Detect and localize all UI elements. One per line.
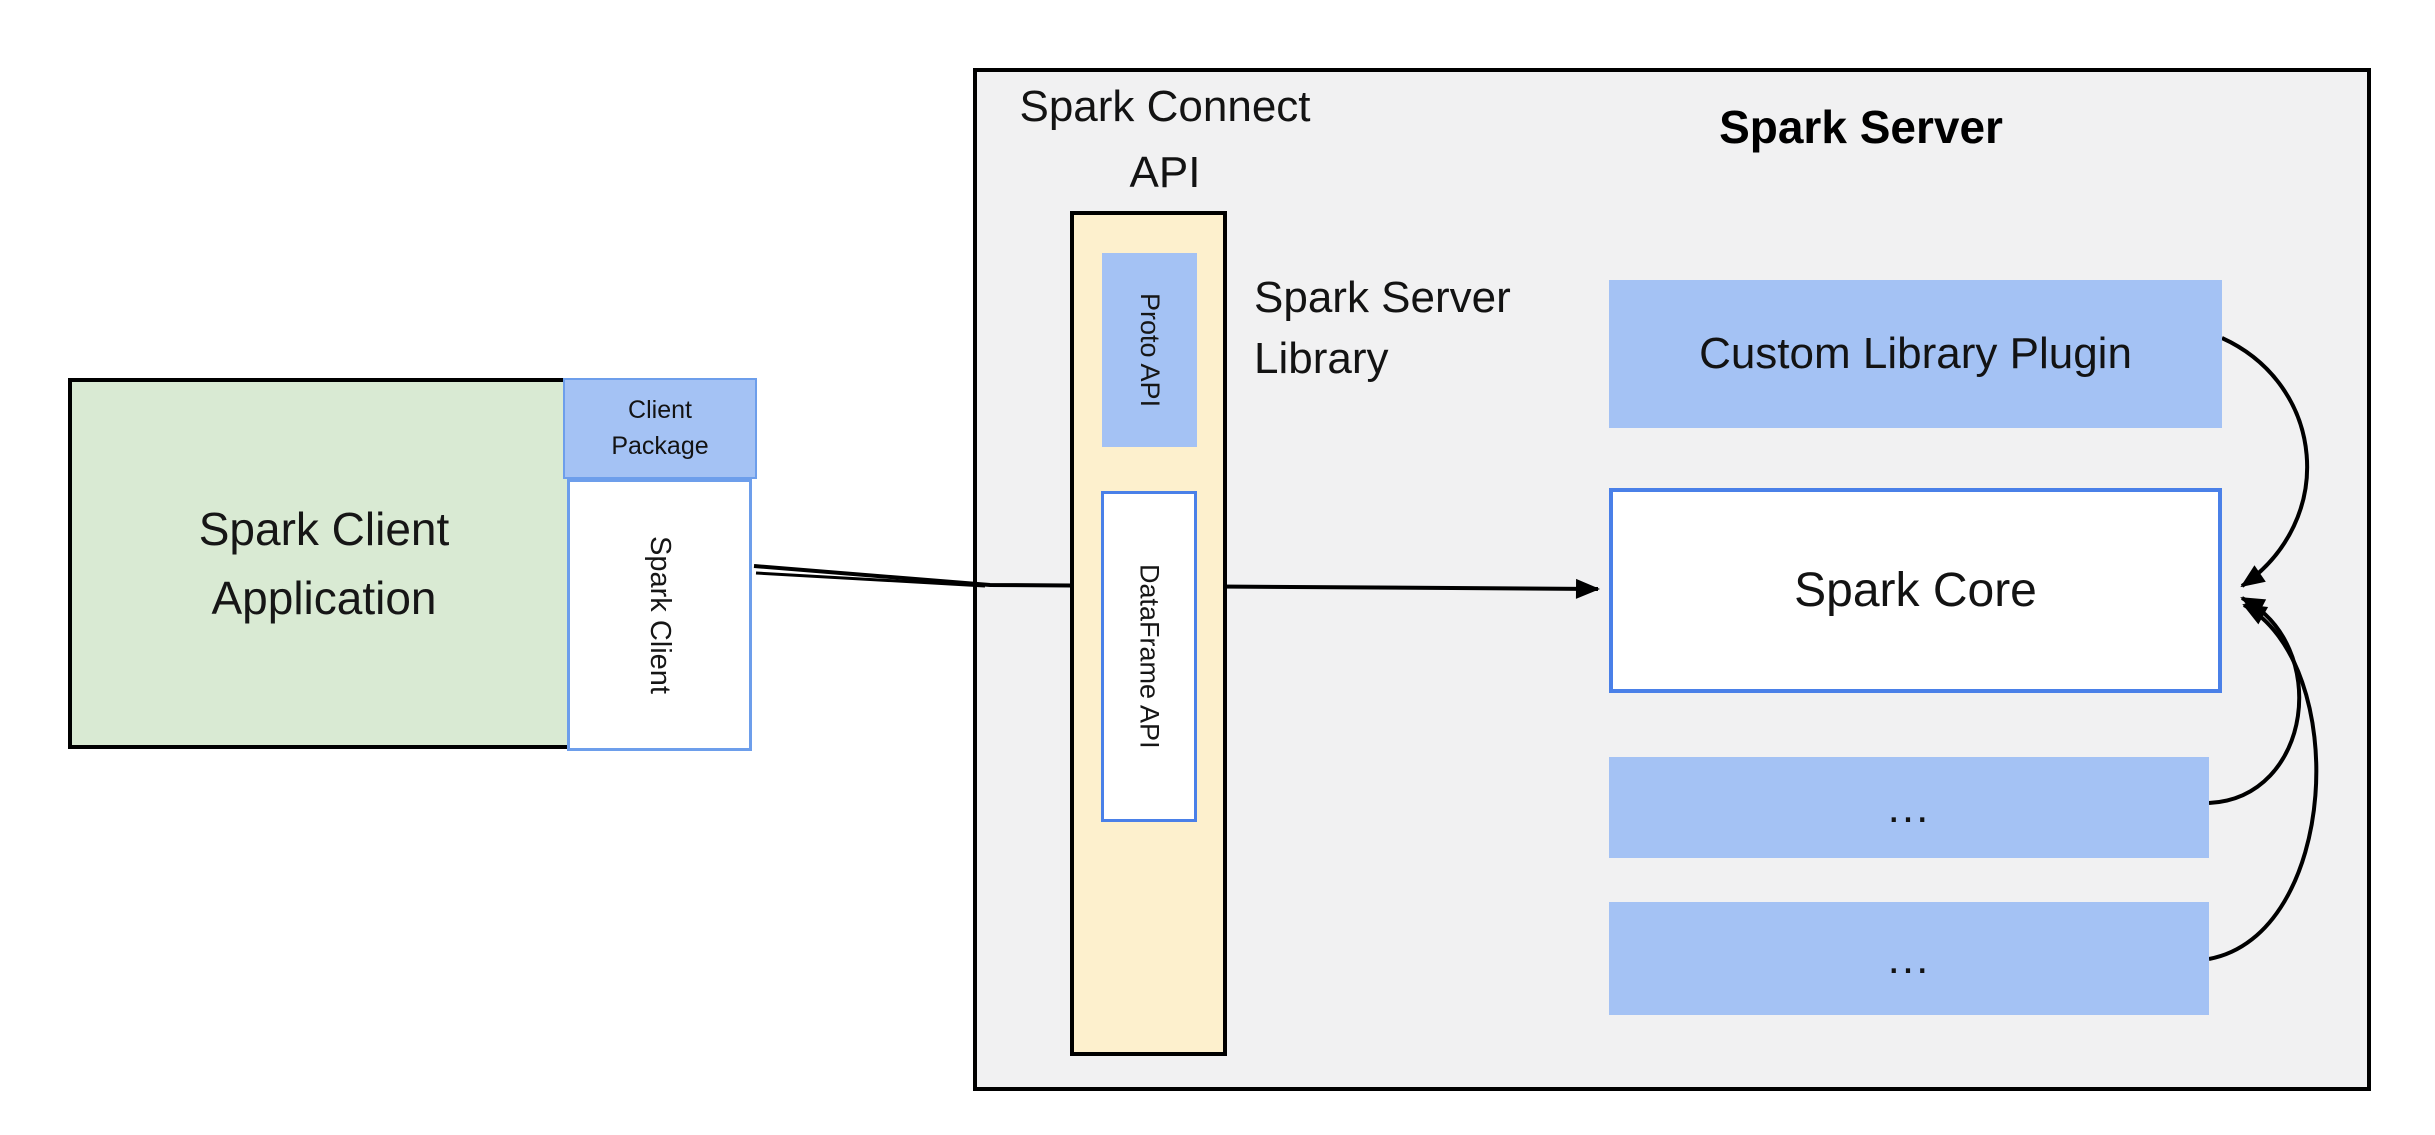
- spark-connect-api-title: Spark Connect API: [1019, 82, 1311, 197]
- plugin-placeholder-1-label: ...: [1887, 782, 1931, 832]
- plugin-placeholder-2-label: ...: [1887, 933, 1931, 983]
- dataframe-api-label: DataFrame API: [1134, 564, 1165, 749]
- client-package-box: Client Package: [563, 378, 757, 479]
- spark-connect-api-bar: [1070, 211, 1227, 1056]
- plugin-placeholder-box-2: ...: [1609, 902, 2209, 1015]
- spark-server-title: Spark Server: [1719, 101, 2003, 153]
- spark-client-box: Spark Client: [567, 479, 752, 751]
- client-arrow-double-stroke: [755, 571, 986, 588]
- spark-client-application-label: Spark Client Application: [198, 503, 450, 624]
- spark-core-box: Spark Core: [1609, 488, 2222, 693]
- spark-server-library-label: Spark Server Library: [1254, 273, 1511, 383]
- client-package-label: Client Package: [611, 396, 709, 460]
- spark-client-application-box: Spark Client Application: [68, 378, 580, 749]
- proto-api-box: Proto API: [1102, 253, 1197, 447]
- custom-library-plugin-box: Custom Library Plugin: [1609, 280, 2222, 428]
- custom-library-plugin-label: Custom Library Plugin: [1699, 329, 2132, 378]
- plugin-placeholder-box-1: ...: [1609, 757, 2209, 858]
- proto-api-label: Proto API: [1135, 292, 1165, 408]
- dataframe-api-box: DataFrame API: [1101, 491, 1197, 822]
- spark-core-label: Spark Core: [1794, 564, 2037, 617]
- spark-client-label: Spark Client: [644, 536, 676, 694]
